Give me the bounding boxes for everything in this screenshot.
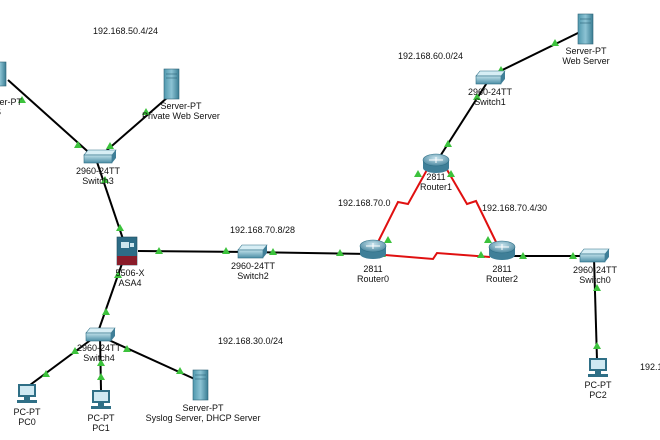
left-server-name: S xyxy=(0,107,22,117)
switch4-name: Switch4 xyxy=(83,353,115,363)
pc0-icon[interactable] xyxy=(17,384,37,403)
switch1-name: Switch1 xyxy=(474,97,506,107)
left-server-icon[interactable] xyxy=(0,61,7,87)
router0-label: 2811 Router0 xyxy=(353,264,393,284)
switch2-icon[interactable] xyxy=(237,244,268,259)
pc2-model: PC-PT xyxy=(584,380,612,390)
router1-label: 2811 Router1 xyxy=(416,172,456,192)
syslog-dhcp-server-icon[interactable] xyxy=(192,369,209,401)
network-label-70-0: 192.168.70.0 xyxy=(338,198,391,208)
router2-model: 2811 xyxy=(492,264,512,274)
switch4-icon[interactable] xyxy=(85,327,116,342)
pc1-name: PC1 xyxy=(92,423,110,433)
switch3-name: Switch3 xyxy=(82,176,114,186)
router1-model: 2811 xyxy=(426,172,446,182)
serial-router0-router2 xyxy=(384,251,491,261)
link-asa4-switch4 xyxy=(97,257,125,333)
switch4-model: 2960-24TT xyxy=(76,343,122,353)
private-web-server-label: Server-PT Private Web Server xyxy=(142,101,220,121)
network-label-right: 192.1 xyxy=(640,362,660,372)
link-switch3-asa4 xyxy=(96,161,126,246)
switch1-label: 2960-24TT Switch1 xyxy=(465,87,515,107)
link-switch1-webserver xyxy=(489,31,581,77)
router0-icon[interactable] xyxy=(359,239,387,259)
router2-name: Router2 xyxy=(485,274,519,284)
switch0-model: 2960-24TT xyxy=(572,265,618,275)
switch0-icon[interactable] xyxy=(579,248,610,263)
network-label-30: 192.168.30.0/24 xyxy=(218,336,284,346)
switch4-label: 2960-24TT Switch4 xyxy=(74,343,124,363)
switch3-icon[interactable] xyxy=(83,149,117,164)
switch1-icon[interactable] xyxy=(475,70,506,85)
asa4-label: 5506-X ASA4 xyxy=(112,268,148,288)
pc0-name: PC0 xyxy=(18,417,36,427)
switch3-label: 2960-24TT Switch3 xyxy=(73,166,123,186)
network-label-60: 192.168.60.0/24 xyxy=(398,51,464,61)
network-label-70-8: 192.168.70.8/28 xyxy=(230,225,296,235)
router1-name: Router1 xyxy=(419,182,453,192)
private-web-name: Private Web Server xyxy=(142,111,220,121)
web-server-icon[interactable] xyxy=(577,13,594,45)
syslog-model: Server-PT xyxy=(182,403,224,413)
router0-model: 2811 xyxy=(363,264,383,274)
link-asa4-switch2 xyxy=(137,250,251,253)
asa4-model: 5506-X xyxy=(115,268,145,278)
pc0-model: PC-PT xyxy=(13,407,41,417)
link-leftserver-switch3 xyxy=(7,79,96,159)
link-switch4-pc0 xyxy=(29,335,97,386)
switch2-name: Switch2 xyxy=(237,271,269,281)
network-label-70-4: 192.168.70.4/30 xyxy=(482,203,548,213)
link-router1-switch1 xyxy=(436,77,491,162)
link-switch2-router0 xyxy=(249,251,370,255)
pc2-name: PC2 xyxy=(589,390,607,400)
pc1-icon[interactable] xyxy=(91,390,111,409)
pc1-model: PC-PT xyxy=(87,413,115,423)
switch0-label: 2960-24TT Switch0 xyxy=(570,265,620,285)
left-server-model: ver-PT xyxy=(0,97,22,107)
pc2-icon[interactable] xyxy=(588,358,608,377)
switch2-model: 2960-24TT xyxy=(230,261,276,271)
switch2-label: 2960-24TT Switch2 xyxy=(228,261,278,281)
private-web-model: Server-PT xyxy=(160,101,202,111)
network-label-50: 192.168.50.4/24 xyxy=(93,26,159,36)
asa4-firewall-icon[interactable] xyxy=(116,236,138,266)
web-server-model: Server-PT xyxy=(565,46,607,56)
syslog-server-label: Server-PT Syslog Server, DHCP Server xyxy=(145,403,261,423)
pc0-label: PC-PT PC0 xyxy=(9,407,45,427)
web-server-name: Web Server xyxy=(562,56,610,66)
pc1-label: PC-PT PC1 xyxy=(83,413,119,433)
serial-links xyxy=(376,167,498,261)
switch0-name: Switch0 xyxy=(579,275,611,285)
asa4-name: ASA4 xyxy=(118,278,142,288)
switch1-model: 2960-24TT xyxy=(467,87,513,97)
private-web-server-icon[interactable] xyxy=(163,68,180,100)
web-server-label: Server-PT Web Server xyxy=(559,46,613,66)
left-server-label: ver-PT S xyxy=(0,97,22,117)
serial-router1-router2 xyxy=(445,167,498,245)
syslog-name: Syslog Server, DHCP Server xyxy=(145,413,261,423)
router2-icon[interactable] xyxy=(488,240,516,260)
router2-label: 2811 Router2 xyxy=(482,264,522,284)
pc2-label: PC-PT PC2 xyxy=(580,380,616,400)
serial-router1-router0 xyxy=(376,167,429,245)
router0-name: Router0 xyxy=(356,274,390,284)
router1-icon[interactable] xyxy=(422,153,450,173)
switch3-model: 2960-24TT xyxy=(75,166,121,176)
